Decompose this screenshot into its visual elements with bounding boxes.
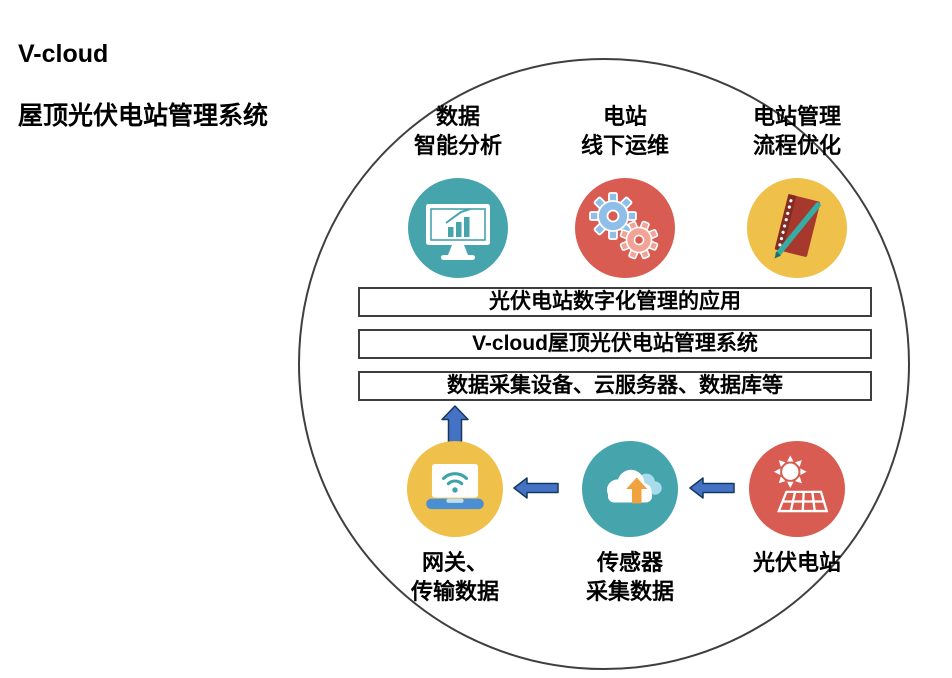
- layer-box-infrastructure: 数据采集设备、云服务器、数据库等: [358, 371, 872, 401]
- top-label-process-optimization: 电站管理 流程优化: [752, 104, 841, 158]
- layer-platform-text: V-cloud屋顶光伏电站管理系统: [472, 332, 758, 355]
- arrow-left-icon-svg: [689, 477, 735, 499]
- notebook-pen-icon: [747, 178, 847, 278]
- bottom-label-pv-station: 光伏电站: [752, 550, 841, 575]
- arrow-left-station-to-sensor-icon: [689, 476, 735, 500]
- sun-solar-panel-icon-svg: [749, 441, 845, 537]
- laptop-wifi-icon: [407, 441, 503, 537]
- title-line-system: 屋顶光伏电站管理系统: [18, 102, 269, 130]
- arrow-up-icon: [440, 405, 470, 443]
- arrow-left-icon-svg: [513, 477, 559, 499]
- cloud-upload-icon-svg: [582, 441, 678, 537]
- gears-icon-svg: [575, 178, 675, 278]
- layer-infrastructure-text: 数据采集设备、云服务器、数据库等: [447, 374, 783, 397]
- monitor-chart-icon: [408, 178, 508, 278]
- system-boundary-circle: [298, 58, 910, 670]
- arrow-left-sensor-to-gateway-icon: [513, 476, 559, 500]
- page-title: V-cloud 屋顶光伏电站管理系统: [18, 8, 268, 163]
- sun-solar-panel-icon: [749, 441, 845, 537]
- bottom-label-gateway: 网关、 传输数据: [410, 550, 499, 604]
- cloud-upload-icon: [582, 441, 678, 537]
- monitor-chart-icon-svg: [408, 178, 508, 278]
- title-line-brand: V-cloud: [18, 40, 109, 68]
- layer-box-platform: V-cloud屋顶光伏电站管理系统: [358, 329, 872, 359]
- gears-icon: [575, 178, 675, 278]
- layer-box-application: 光伏电站数字化管理的应用: [358, 287, 872, 317]
- arrow-up-icon-svg: [441, 405, 469, 443]
- top-label-data-analysis: 数据 智能分析: [413, 104, 502, 158]
- notebook-pen-icon-svg: [747, 178, 847, 278]
- top-label-offline-ops: 电站 线下运维: [580, 104, 669, 158]
- bottom-label-sensor: 传感器 采集数据: [585, 550, 674, 604]
- laptop-wifi-icon-svg: [407, 441, 503, 537]
- layer-application-text: 光伏电站数字化管理的应用: [489, 290, 741, 313]
